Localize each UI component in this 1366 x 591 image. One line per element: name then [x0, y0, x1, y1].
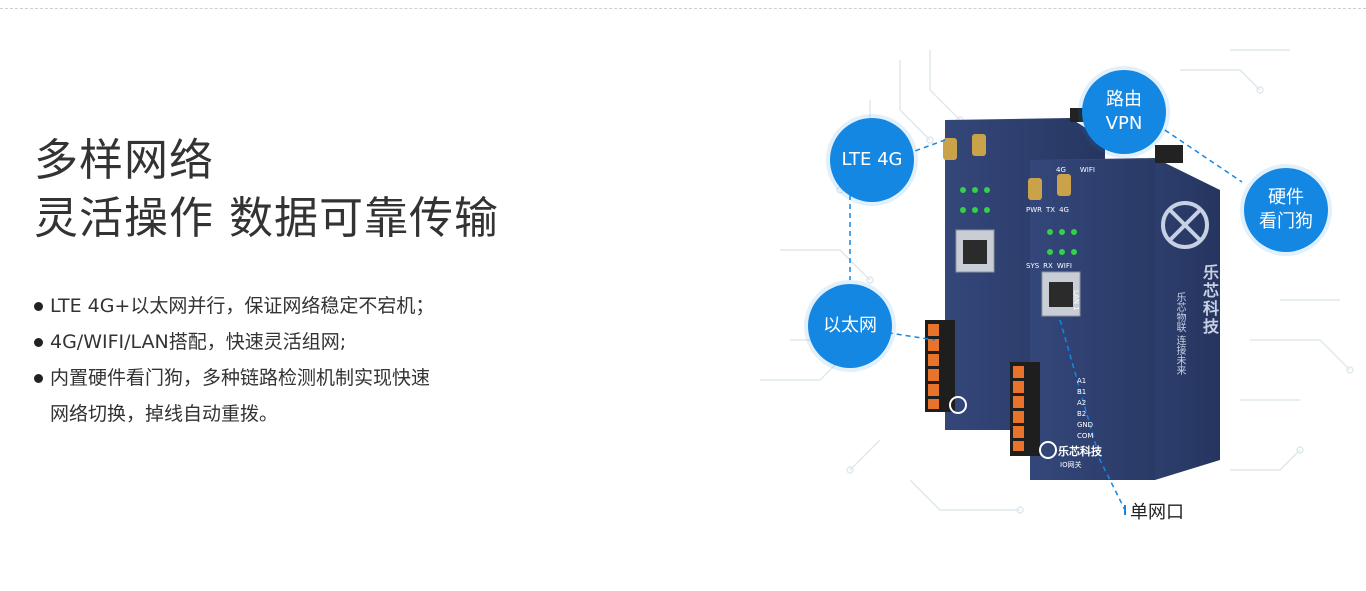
side-brand: 乐芯科技	[1200, 264, 1219, 336]
bubble-label: 看门狗	[1259, 211, 1313, 232]
device-front-led-labels-bottom: SYS RX WIFI	[1026, 262, 1072, 270]
bubble-label: 路由	[1106, 89, 1142, 110]
feature-item: 内置硬件看门狗，多种链路检测机制实现快速 网络切换，掉线自动重拨。	[34, 360, 434, 432]
feature-text-continued: 网络切换，掉线自动重拨。	[50, 403, 279, 425]
bubble-label: 硬件	[1268, 187, 1304, 208]
bubble-label: LTE 4G	[841, 149, 903, 170]
headline-line-2: 灵活操作 数据可靠传输	[34, 193, 499, 244]
led-label: 4G	[1059, 206, 1069, 214]
bullet-dot-icon	[34, 338, 43, 347]
product-illustration: PWR TX 4G SYS RX WIFI 4G WIFI LAN 1 A1 B…	[760, 40, 1360, 540]
antenna-label-4g: 4G	[1056, 166, 1066, 174]
bullet-dot-icon	[34, 302, 43, 311]
device-front-led-labels: PWR TX 4G	[1026, 206, 1069, 214]
bubble-label: 以太网	[823, 315, 877, 336]
led-label: RX	[1043, 262, 1053, 270]
led-label: SYS	[1026, 262, 1040, 270]
io-label: B1	[1077, 388, 1087, 396]
device-model: IO网关	[1060, 461, 1082, 469]
bubble-lte-4g: LTE 4G	[830, 118, 914, 202]
lan-port-label: LAN 1	[1072, 290, 1080, 311]
bubble-label: VPN	[1105, 113, 1143, 134]
device-graphic	[760, 49, 1354, 515]
io-label: B2	[1077, 410, 1087, 418]
io-label: GND	[1077, 421, 1094, 429]
device-brand: 乐芯科技	[1058, 445, 1102, 458]
led-label: WIFI	[1056, 262, 1072, 270]
side-slogan: 乐芯物联 连接未来	[1174, 292, 1185, 376]
gateway-device-front	[1010, 145, 1220, 480]
antenna-label-wifi: WIFI	[1079, 166, 1095, 174]
feature-text: LTE 4G+以太网并行，保证网络稳定不宕机；	[50, 295, 435, 317]
single-port-callout: 单网口	[1130, 502, 1184, 523]
device-antenna-labels: 4G WIFI	[1056, 166, 1095, 174]
led-label: PWR	[1026, 206, 1043, 214]
io-terminal-labels: A1 B1 A2 B2 GND COM	[1077, 376, 1093, 442]
led-label: TX	[1046, 206, 1056, 214]
io-label: A2	[1077, 399, 1087, 407]
bubble-routing-vpn: 路由 VPN	[1082, 70, 1166, 154]
bullet-dot-icon	[34, 374, 43, 383]
feature-text: 4G/WIFI/LAN搭配，快速灵活组网;	[50, 331, 347, 353]
feature-list: LTE 4G+以太网并行，保证网络稳定不宕机； 4G/WIFI/LAN搭配，快速…	[34, 288, 434, 432]
feature-item: LTE 4G+以太网并行，保证网络稳定不宕机；	[34, 288, 434, 324]
headline: 多样网络 灵活操作 数据可靠传输	[34, 132, 499, 248]
top-divider	[0, 8, 1366, 9]
headline-line-1: 多样网络	[34, 135, 214, 186]
io-label: A1	[1077, 377, 1087, 385]
bubble-ethernet: 以太网	[808, 284, 892, 368]
bubble-hardware-watchdog: 硬件 看门狗	[1244, 168, 1328, 252]
feature-text: 内置硬件看门狗，多种链路检测机制实现快速	[50, 367, 431, 389]
feature-item: 4G/WIFI/LAN搭配，快速灵活组网;	[34, 324, 434, 360]
io-label: COM	[1077, 432, 1094, 440]
